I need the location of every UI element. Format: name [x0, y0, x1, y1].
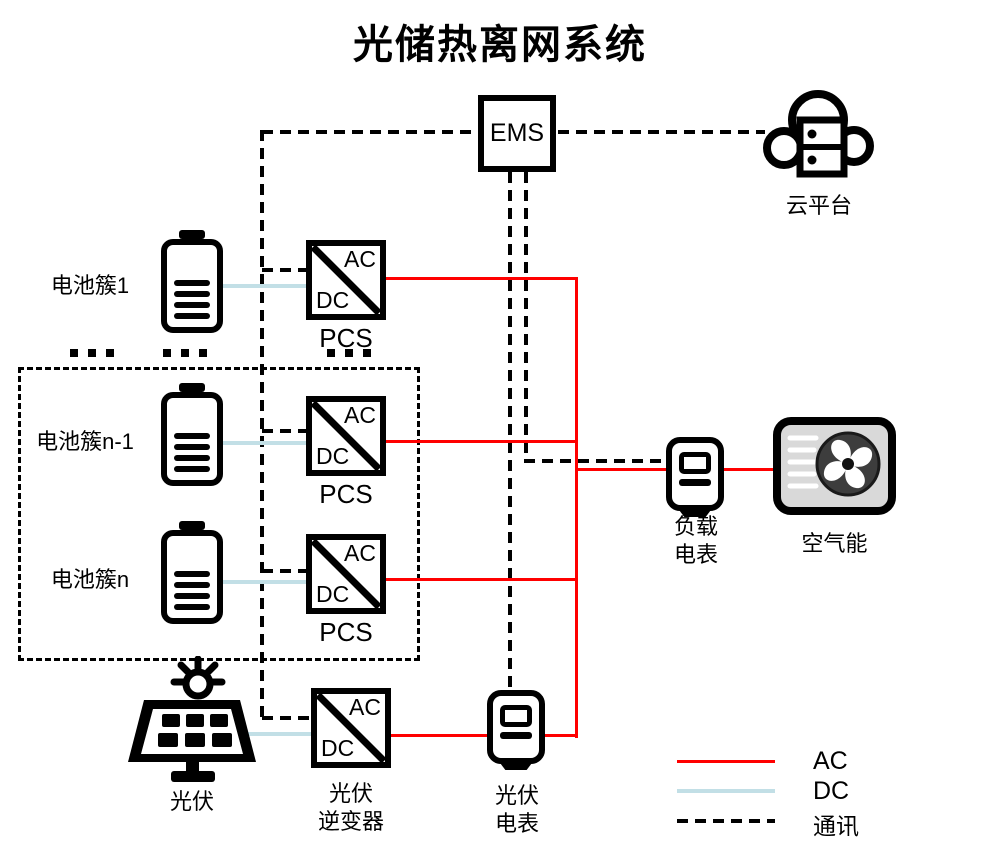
pcs2-converter-box: AC DC [306, 396, 386, 476]
ems-label: EMS [489, 119, 545, 147]
cloud-server-icon [763, 90, 874, 178]
pcs1-label: PCS [319, 323, 373, 353]
battery3-icon [161, 530, 223, 624]
dc-label: DC [321, 735, 355, 761]
pv-meter-icon [487, 690, 545, 764]
ac-label: AC [349, 694, 381, 720]
pcs2-label: PCS [319, 479, 373, 509]
pcs1-converter-box: AC DC [306, 240, 386, 320]
ac-line-pcs1-out [385, 277, 575, 280]
ellipsis-dots [327, 349, 371, 357]
battery2-icon [161, 392, 223, 486]
pv-inverter-label: 光伏 逆变器 [296, 780, 406, 835]
pv-inverter-label-line1: 光伏 [328, 781, 373, 806]
page-title: 光储热离网系统 [353, 23, 647, 67]
meter-screen [679, 452, 711, 474]
comm-line-ems-to-cloud [558, 130, 765, 134]
battery-bars [174, 571, 210, 610]
ellipsis-dots [163, 349, 207, 357]
pv-inverter-box: AC DC [311, 688, 391, 768]
dc-label: DC [316, 443, 350, 469]
battery2-label: 电池簇n-1 [36, 429, 134, 454]
ellipsis-dots [70, 349, 114, 357]
comm-line-ems-down-to-load [524, 172, 528, 462]
ems-box: EMS [478, 95, 556, 172]
ac-line-pcs2-out [385, 440, 575, 443]
battery1-label: 电池簇1 [50, 273, 130, 298]
load-meter-label-line2: 电表 [673, 541, 718, 567]
diagonal-line [312, 402, 380, 470]
air-energy-label: 空气能 [801, 531, 868, 556]
ac-line-pv-inverter-out [388, 734, 578, 737]
ac-label: AC [344, 246, 376, 272]
comm-line-ems-to-pv-meter [508, 172, 512, 690]
legend-ac-line [677, 760, 775, 763]
cloud-label: 云平台 [785, 193, 852, 218]
pv-label: 光伏 [169, 789, 214, 814]
battery-bars [174, 433, 210, 472]
dc-line-pv-panel [245, 732, 317, 736]
battery-bars [174, 280, 210, 319]
dc-line-battery2 [222, 441, 308, 445]
pcs3-label: PCS [319, 617, 373, 647]
comm-stub-pcs2 [262, 429, 310, 433]
legend-ac-label: AC [813, 747, 848, 775]
ac-bus-vertical [575, 277, 578, 738]
pv-meter-label-line2: 电表 [494, 810, 539, 836]
pcs3-converter-box: AC DC [306, 534, 386, 614]
ac-line-pcs3-out [385, 578, 575, 581]
diagonal-line [317, 694, 385, 762]
air-energy-fan-icon [773, 417, 896, 515]
battery1-icon [161, 239, 223, 333]
comm-stub-pcs1 [262, 268, 310, 272]
comm-line-to-load-meter [524, 459, 668, 463]
ac-label: AC [344, 402, 376, 428]
legend-comm-line [677, 819, 775, 823]
load-meter-label: 负载 电表 [651, 513, 741, 568]
battery3-label: 电池簇n [50, 567, 130, 592]
pv-meter-label: 光伏 电表 [472, 782, 562, 837]
comm-line-ems-to-bus [262, 130, 478, 134]
battery-group-dashed-box [18, 367, 420, 661]
legend-dc-label: DC [813, 777, 850, 805]
load-meter-icon [666, 437, 724, 511]
load-meter-label-line1: 负载 [673, 514, 718, 539]
meter-bar [500, 732, 532, 739]
diagonal-line [312, 246, 380, 314]
dc-label: DC [316, 581, 350, 607]
comm-stub-pcs3 [262, 569, 310, 573]
diagonal-line [312, 540, 380, 608]
pv-inverter-label-line2: 逆变器 [317, 808, 384, 834]
comm-stub-pv-inverter [262, 716, 315, 720]
dc-line-battery1 [222, 284, 308, 288]
comm-bus-vertical [260, 130, 264, 719]
solar-panel-icon [128, 656, 256, 782]
meter-bar [679, 479, 711, 486]
legend-comm-label: 通讯 [813, 813, 859, 839]
dc-line-battery3 [217, 580, 308, 584]
ac-label: AC [344, 540, 376, 566]
pv-meter-label-line1: 光伏 [494, 783, 539, 808]
dc-label: DC [316, 287, 350, 313]
meter-screen [500, 705, 532, 727]
legend-dc-line [677, 789, 775, 793]
